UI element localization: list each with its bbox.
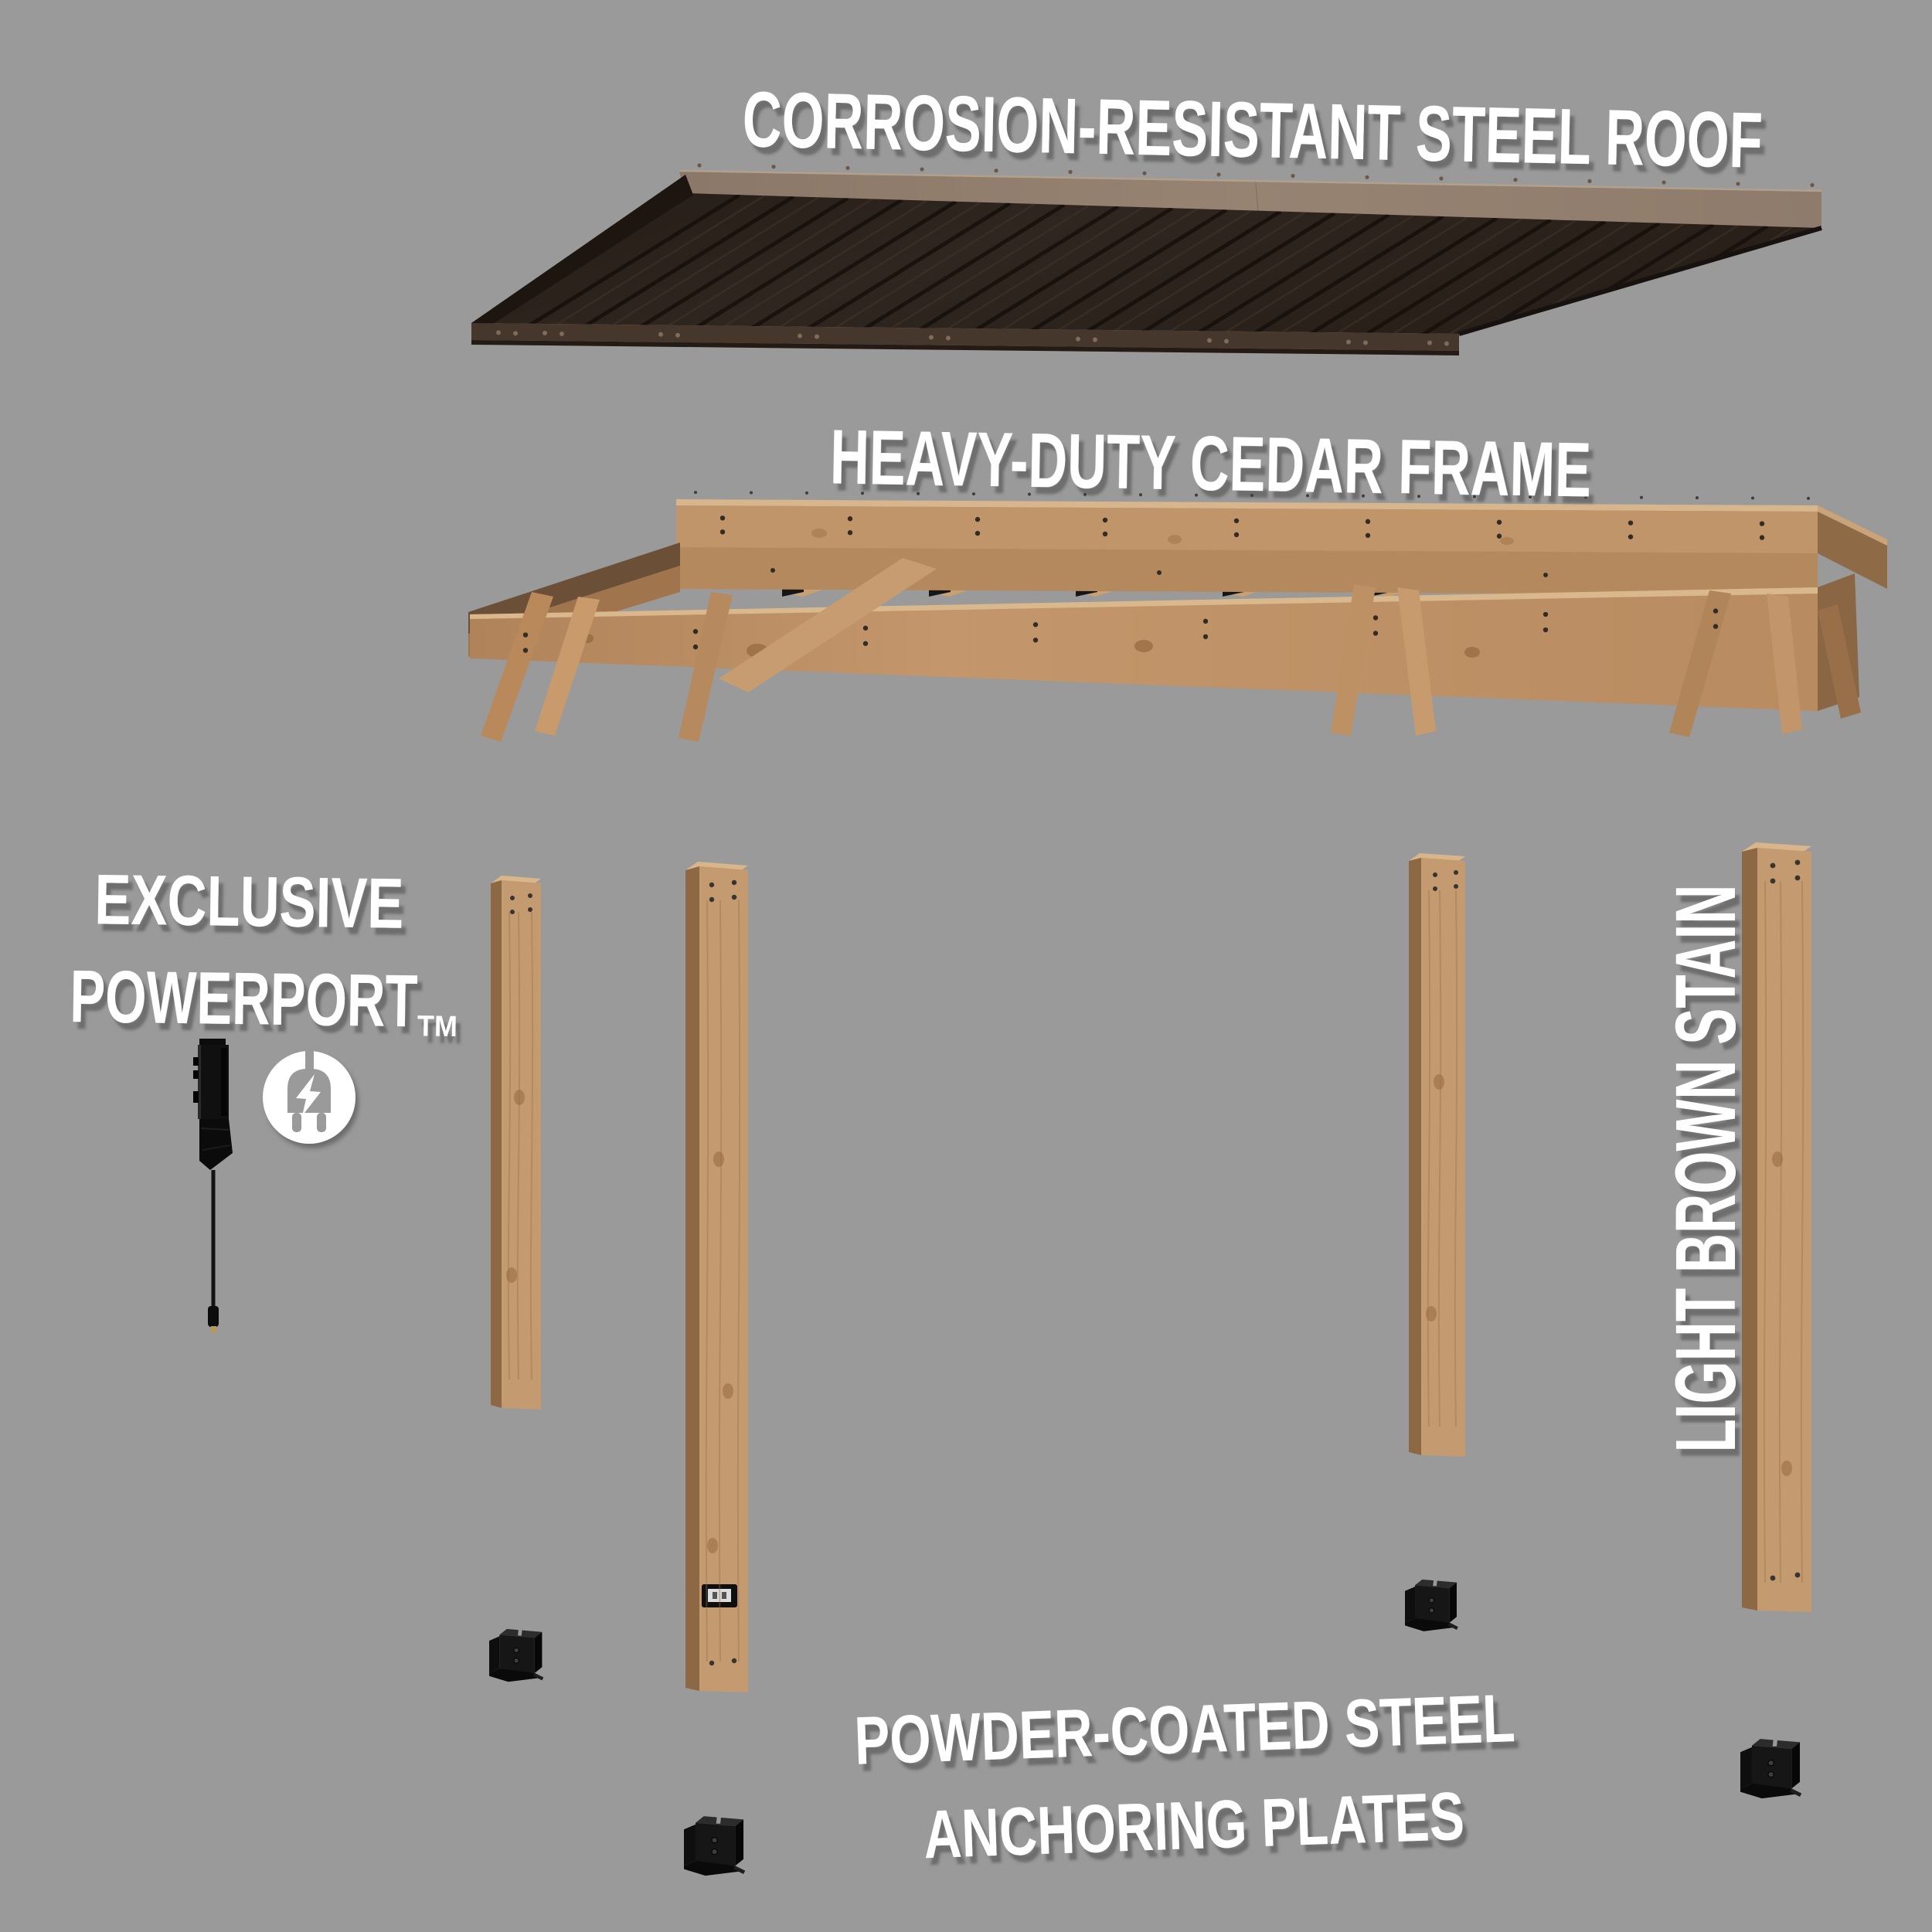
- anchor-plate-1: [488, 1628, 544, 1682]
- label-exclusive: EXCLUSIVE: [94, 860, 404, 944]
- post-left: [685, 862, 748, 1692]
- lightning-bolt-icon: [296, 1074, 321, 1116]
- roof-ridge-screws: [697, 163, 1815, 188]
- roof-fascia-lip: [471, 340, 1459, 355]
- wood-knots: [581, 529, 1514, 658]
- frame-braces: [481, 558, 1861, 742]
- steel-roof: [471, 163, 1822, 355]
- roof-fascia-screws: [496, 330, 1449, 346]
- label-plates-line2: ANCHORING PLATES: [922, 1777, 1465, 1872]
- post-far-right: [1742, 842, 1811, 1612]
- powerport-icon: [263, 1049, 355, 1144]
- plug-prong-right-icon: [317, 1113, 326, 1132]
- post-far-left: [491, 876, 541, 1410]
- label-plates-line1: POWDER-COATED STEEL: [853, 1679, 1516, 1779]
- label-powerport-main: POWERPORT: [70, 955, 418, 1043]
- back-beam-lower: [676, 547, 1818, 595]
- back-beam-top-edge: [676, 499, 1818, 512]
- cedar-posts: [491, 842, 1811, 1692]
- label-powerport: POWERPORTTM: [70, 955, 458, 1043]
- icon-top-slit: [305, 1049, 314, 1070]
- roof-left-edge: [471, 175, 693, 331]
- front-beam-top-edge: [470, 587, 1818, 619]
- post-grain-lines: [506, 880, 1804, 1662]
- powerport-plug: [208, 1306, 219, 1327]
- roof-ridge-band: [679, 172, 1821, 229]
- anchor-plate-2: [683, 1815, 746, 1876]
- label-stain: LIGHT BROWN STAIN: [1658, 885, 1753, 1453]
- powerport-outlet-plate: [702, 1584, 737, 1607]
- roof-fascia: [471, 323, 1459, 351]
- plug-prong-left-icon: [292, 1113, 301, 1132]
- frame-screws: [522, 491, 1810, 653]
- anchor-plate-3: [1404, 1579, 1459, 1632]
- label-roof: CORROSION-RESISTANT STEEL ROOF: [742, 75, 1764, 185]
- back-beam-upper: [676, 505, 1818, 553]
- powerport-device: [193, 1039, 233, 1333]
- anchor-plate-4: [1740, 1738, 1802, 1799]
- side-beam-upper-left: [468, 543, 680, 634]
- roof-ridge-highlight: [679, 169, 1822, 192]
- roof-right-edge: [1458, 226, 1822, 336]
- cedar-frame: [468, 491, 1887, 742]
- back-beam-right-side: [1818, 512, 1887, 589]
- label-frame: HEAVY-DUTY CEDAR FRAME: [829, 413, 1592, 513]
- label-powerport-tm: TM: [417, 1010, 458, 1043]
- back-beam-right-top: [1818, 505, 1887, 546]
